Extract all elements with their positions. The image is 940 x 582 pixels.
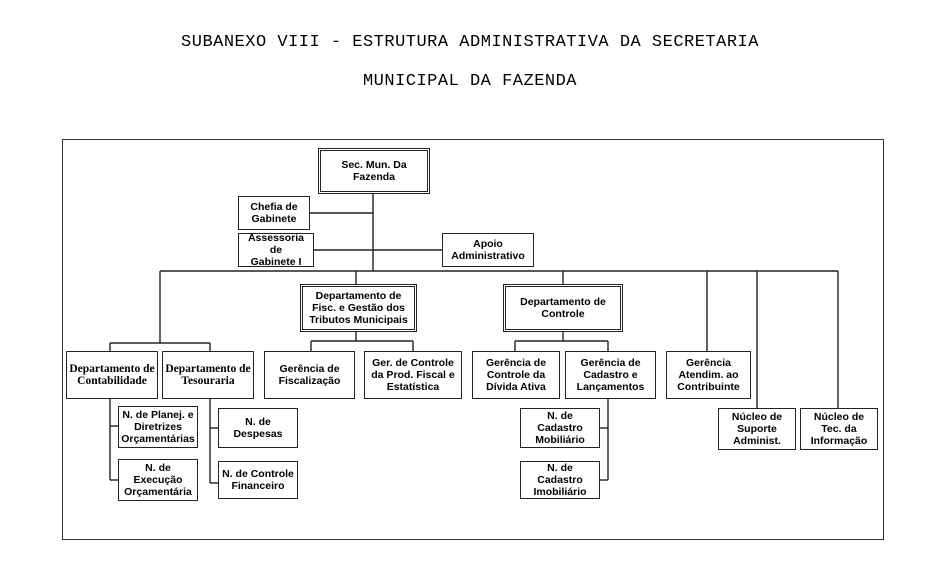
box-ger-controle-prod-fiscal: Ger. de Controle da Prod. Fiscal e Estat… [364, 351, 462, 399]
box-ger-cadastro-lancamentos: Gerência de Cadastro e Lançamentos [565, 351, 656, 399]
box-ger-fiscalizacao: Gerência de Fiscalização [264, 351, 355, 399]
org-chart-frame [62, 139, 884, 540]
page-title-line2: MUNICIPAL DA FAZENDA [362, 72, 578, 91]
box-n-cadastro-mobiliario: N. de Cadastro Mobiliário [520, 408, 600, 448]
box-ger-atendimento: Gerência Atendim. ao Contribuinte [666, 351, 751, 399]
box-nucleo-tec-informacao: Núcleo de Tec. da Informação [800, 408, 878, 450]
page-title-line1: SUBANEXO VIII - ESTRUTURA ADMINISTRATIVA… [181, 33, 759, 52]
box-sec-mun-fazenda: Sec. Mun. Da Fazenda [318, 148, 430, 194]
box-dep-fisc-gestao: Departamento de Fisc. e Gestão dos Tribu… [300, 284, 417, 332]
box-n-despesas: N. de Despesas [218, 408, 298, 448]
box-n-planejamento: N. de Planej. e Diretrizes Orçamentárias [118, 406, 198, 448]
box-chefia-gabinete: Chefia de Gabinete [238, 196, 310, 230]
box-ger-divida-ativa: Gerência de Controle da Dívida Ativa [472, 351, 560, 399]
box-n-execucao: N. de Execução Orçamentária [118, 459, 198, 501]
box-n-controle-financeiro: N. de Controle Financeiro [218, 461, 298, 499]
box-nucleo-suporte: Núcleo de Suporte Administ. [718, 408, 796, 450]
box-dep-contabilidade: Departamento de Contabilidade [66, 351, 158, 399]
box-assessoria-gabinete: Assessoria de Gabinete I [238, 232, 314, 268]
box-n-cadastro-imobiliario: N. de Cadastro Imobiliário [520, 461, 600, 499]
box-dep-tesouraria: Departamento de Tesouraria [162, 351, 254, 399]
box-dep-controle: Departamento de Controle [503, 284, 623, 332]
box-apoio-administrativo: Apoio Administrativo [442, 233, 534, 267]
